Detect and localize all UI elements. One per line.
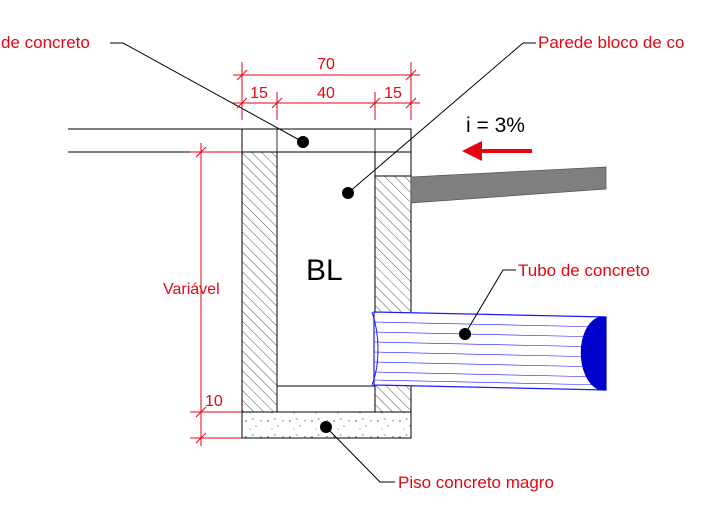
dim-floor-thickness: 10 xyxy=(205,393,223,410)
dim-height: Variável xyxy=(163,281,220,298)
incoming-gutter xyxy=(410,166,607,204)
vertical-dimensions xyxy=(190,143,242,446)
floor-leader-line xyxy=(325,426,395,483)
pipe-label: Tubo de concreto xyxy=(518,261,650,280)
dim-total-width: 70 xyxy=(317,56,335,73)
pipe-leader-line xyxy=(464,269,516,335)
left-ground-slab xyxy=(68,128,242,153)
dim-wall-left: 15 xyxy=(250,85,268,102)
dim-wall-right: 15 xyxy=(384,85,402,102)
slope-label: i = 3% xyxy=(466,114,525,137)
left-wall xyxy=(241,151,278,413)
dim-inner: 40 xyxy=(317,85,335,102)
slope-arrow xyxy=(462,141,532,161)
cover-slab xyxy=(241,128,412,153)
cover-leader-line xyxy=(110,42,304,143)
cover-label: de concreto xyxy=(1,33,90,52)
wall-label: Parede bloco de co xyxy=(538,33,685,52)
horizontal-dimensions xyxy=(233,62,420,120)
concrete-pipe xyxy=(371,311,607,391)
box-label: BL xyxy=(306,254,343,287)
wall-leader-line xyxy=(347,42,536,194)
floor-label: Piso concreto magro xyxy=(398,473,554,492)
